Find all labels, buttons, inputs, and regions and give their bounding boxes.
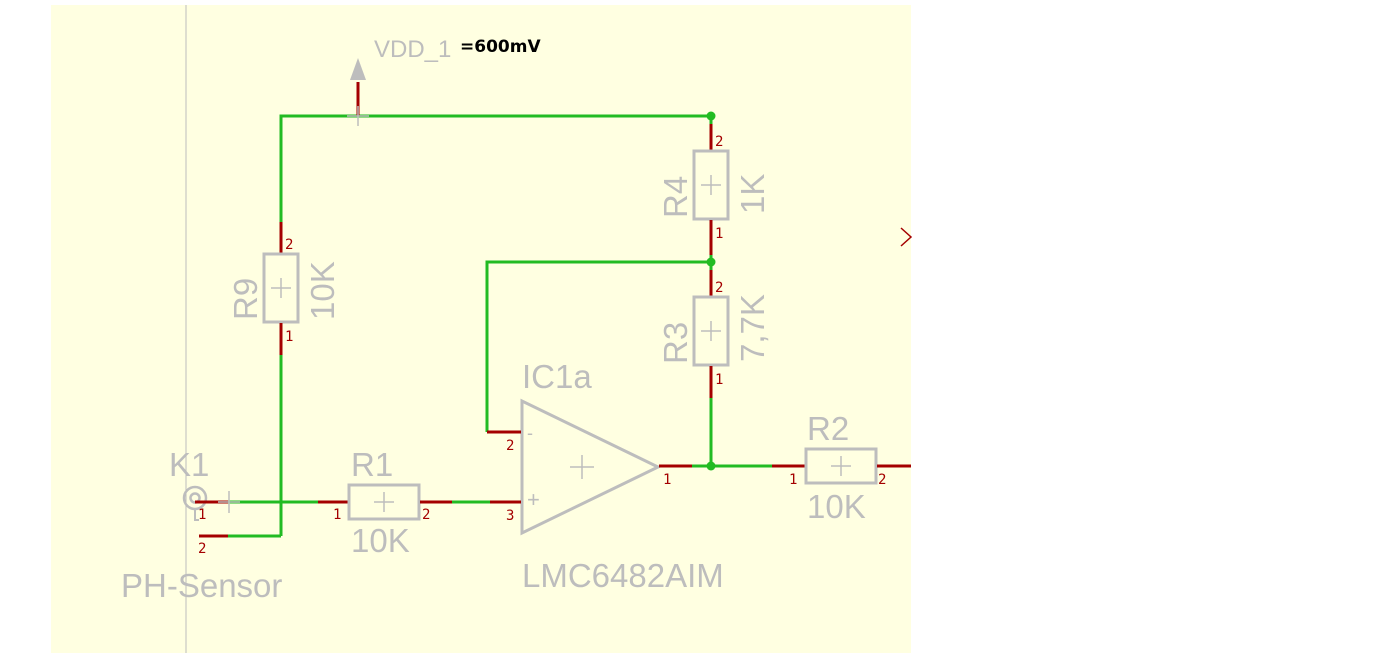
r9-pin-label: 1 [285, 329, 293, 345]
r4-body [692, 149, 730, 221]
k1-ref: K1 [169, 446, 209, 483]
junction-dot [706, 461, 716, 471]
r1-ref: R1 [351, 446, 393, 483]
offsheet-marker-icon [900, 227, 913, 247]
r1-body [347, 483, 421, 521]
r9-pin-label: 2 [285, 237, 293, 253]
opamp-pin-label: 2 [506, 438, 514, 454]
r3-pin-label: 2 [715, 280, 723, 296]
r2-body [804, 447, 878, 485]
wires [228, 114, 772, 538]
wire-vdd-net[interactable] [279, 114, 711, 222]
r3-ref: R3 [657, 322, 694, 364]
resistor-r3[interactable]: 2 1 R3 7,7K [657, 270, 771, 398]
r3-pin-label: 1 [715, 372, 723, 388]
supply-arrow-icon [350, 58, 366, 80]
junction-dot [706, 257, 716, 267]
k1-shield-link [194, 509, 199, 521]
r1-pin-label: 1 [333, 507, 341, 523]
r3-value: 7,7K [734, 294, 771, 362]
opamp-body [520, 398, 662, 536]
resistor-r1[interactable]: 1 2 R1 10K [318, 446, 452, 559]
opamp-pin-label: 3 [506, 508, 514, 524]
wire-feedback[interactable] [485, 260, 711, 432]
k1-value: PH-Sensor [121, 567, 282, 604]
r1-pin-label: 2 [422, 507, 430, 523]
resistor-r2[interactable]: 1 2 R2 10K [772, 410, 911, 525]
junction-dot [706, 111, 716, 121]
k1-pin-label: 2 [198, 541, 206, 557]
opamp-inv-sign: - [527, 423, 533, 443]
r4-pin-label: 2 [715, 134, 723, 150]
opamp-noninv-sign: + [527, 487, 540, 512]
r2-value: 10K [807, 488, 866, 525]
r4-value: 1K [734, 174, 771, 214]
vdd-supply-symbol[interactable]: VDD_1 =600mV [347, 36, 541, 126]
r4-pin-label: 1 [715, 226, 723, 242]
supply-name: VDD_1 [374, 36, 451, 63]
schematic-sheet [51, 5, 911, 653]
r1-value: 10K [351, 522, 410, 559]
resistor-r9[interactable]: 2 1 R9 10K [227, 222, 341, 355]
r4-ref: R4 [657, 176, 694, 218]
opamp-ic1a[interactable]: 2 3 1 - + IC1a LMC6482AIM [487, 358, 724, 594]
k1-pin-label: 1 [198, 507, 206, 523]
r2-pin-label: 1 [789, 472, 797, 488]
r9-body [262, 252, 300, 324]
r2-ref: R2 [807, 410, 849, 447]
r2-pin-label: 2 [878, 472, 886, 488]
supply-value-annotation: =600mV [460, 37, 541, 57]
connector-k1[interactable]: 1 2 K1 PH-Sensor [121, 446, 282, 604]
r3-body [692, 295, 730, 367]
r9-value: 10K [304, 261, 341, 320]
r9-ref: R9 [227, 278, 264, 320]
opamp-ref: IC1a [522, 358, 592, 395]
resistor-r4[interactable]: 2 1 R4 1K [657, 124, 771, 255]
opamp-value: LMC6482AIM [522, 557, 724, 594]
opamp-pin-label: 1 [663, 472, 671, 488]
